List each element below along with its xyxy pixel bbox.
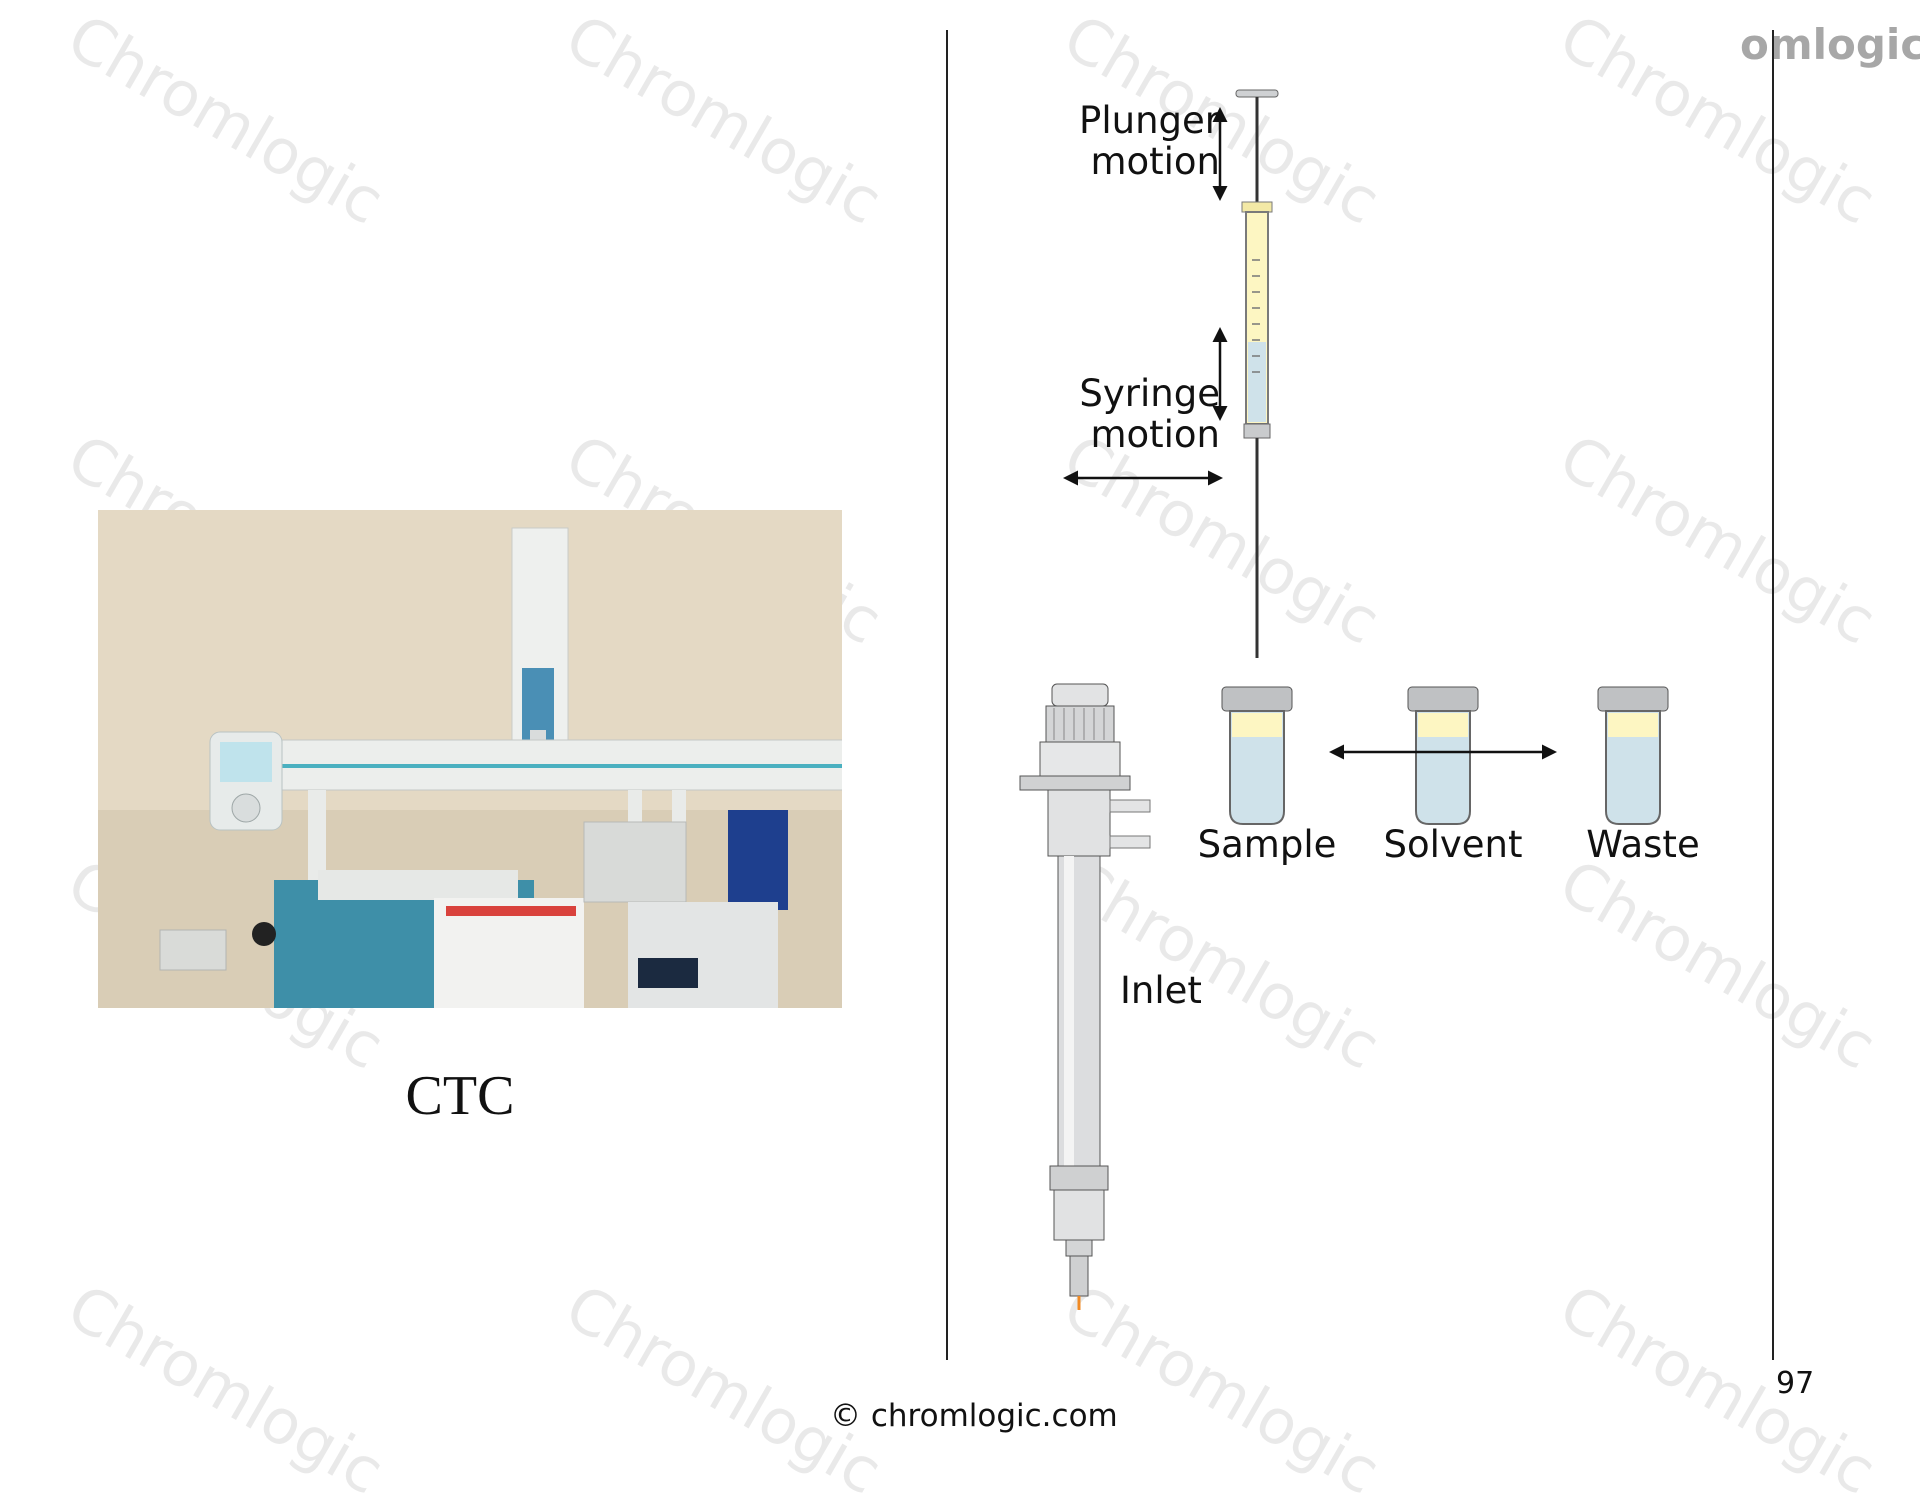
inlet-label: Inlet bbox=[1120, 969, 1202, 1012]
inlet-icon bbox=[1019, 683, 1151, 1310]
watermark: Chromlogic bbox=[553, 1270, 894, 1509]
plunger-motion-label: Plunger motion bbox=[1079, 99, 1220, 184]
watermark: Chromlogic bbox=[55, 1270, 396, 1509]
watermark: Chromlogic bbox=[55, 0, 396, 239]
solvent-label: Solvent bbox=[1383, 823, 1523, 866]
page-number: 97 bbox=[1776, 1366, 1815, 1401]
solvent-vial-icon bbox=[1407, 686, 1479, 825]
photo-caption: CTC bbox=[405, 1065, 515, 1127]
waste-label: Waste bbox=[1586, 823, 1700, 866]
brand-logo: omlogic bbox=[1740, 20, 1920, 69]
injection-diagram bbox=[1019, 89, 1669, 1310]
waste-vial-icon bbox=[1597, 686, 1669, 825]
watermark: Chromlogic bbox=[553, 0, 894, 239]
sample-vial-icon bbox=[1221, 686, 1293, 825]
divider-left bbox=[946, 30, 948, 1360]
sample-label: Sample bbox=[1197, 823, 1337, 866]
logo-text: omlogic bbox=[1740, 20, 1920, 69]
syringe-icon bbox=[1235, 89, 1279, 658]
autosampler-photo bbox=[98, 510, 842, 1008]
autosampler-illustration bbox=[98, 510, 842, 1008]
copyright-text: © chromlogic.com bbox=[830, 1398, 1118, 1434]
divider-right bbox=[1772, 30, 1774, 1360]
syringe-motion-label: Syringe motion bbox=[1079, 372, 1220, 457]
